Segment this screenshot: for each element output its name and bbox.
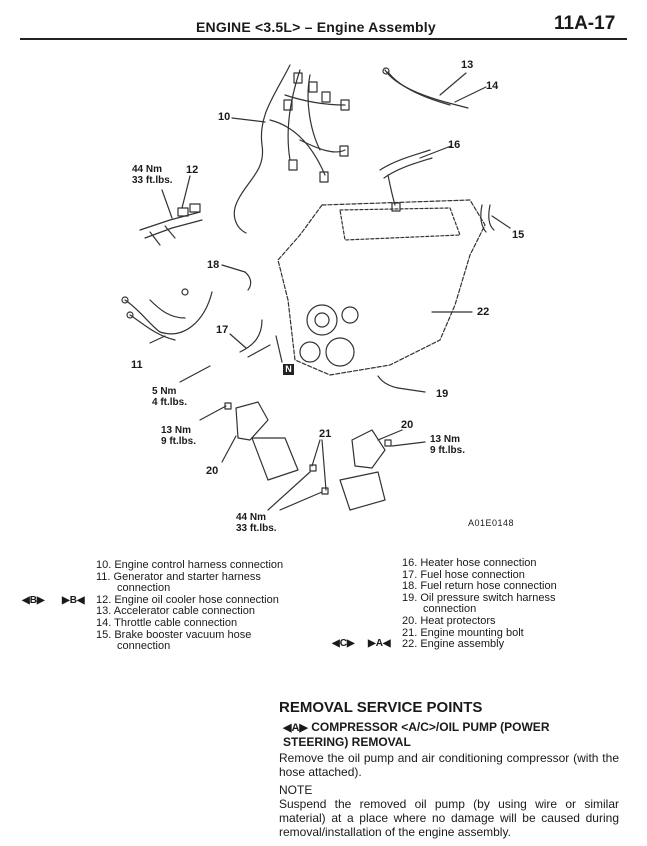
callout-12: 12 [186, 164, 199, 176]
engine-control-harness-drawing [233, 64, 350, 234]
engine-mount-right-drawing [339, 471, 386, 511]
note-text: Suspend the removed oil pump (by using w… [279, 797, 619, 839]
oil-cooler-hose-drawing [139, 203, 203, 246]
legend-item-17: 17. Fuel hose connection [402, 568, 525, 581]
legend-item-19: 19. Oil pressure switch harness [402, 591, 556, 604]
engine-mount-left-drawing [251, 437, 299, 481]
fuel-hose-drawing [239, 319, 263, 353]
torque-ftlbs: 33 ft.lbs. [236, 523, 277, 534]
legend-item-12: 12. Engine oil cooler hose connection [96, 593, 279, 606]
vacuum-hose-drawing [480, 204, 495, 233]
legend-item-15: 15. Brake booster vacuum hose [96, 628, 252, 641]
legend-right: 16. Heater hose connection 17. Fuel hose… [402, 557, 557, 651]
callout-20-left: 20 [206, 465, 219, 477]
callout-18: 18 [207, 259, 220, 271]
service-badge-b-removal: ▶B◀ [62, 595, 85, 606]
legend-item-10: 10. Engine control harness connection [96, 559, 284, 571]
torque-ftlbs: 33 ft.lbs. [132, 175, 173, 186]
fuel-return-hose-drawing [244, 271, 252, 291]
legend-item-22: 22. Engine assembly [402, 638, 505, 651]
engine-block-drawing [277, 199, 486, 376]
callout-19: 19 [436, 388, 449, 400]
callout-22: 22 [477, 306, 490, 318]
service-badge-c-install: ◀C▶ [332, 638, 355, 649]
legend-left: 10. Engine control harness connection 11… [96, 559, 284, 653]
torque-spec-12: 44 Nm 33 ft.lbs. [132, 164, 173, 186]
heat-protector-right-drawing [351, 429, 386, 469]
torque-spec-21: 44 Nm 33 ft.lbs. [236, 512, 277, 534]
heat-protector-left-drawing [235, 401, 269, 441]
torque-nm: 5 Nm [152, 386, 177, 397]
service-badge-a-removal: ▶A◀ [368, 638, 391, 649]
callout-14: 14 [486, 80, 499, 92]
torque-ftlbs: 9 ft.lbs. [161, 436, 197, 447]
header-rule [20, 38, 627, 40]
legend-item-14: 14. Throttle cable connection [96, 616, 238, 629]
legend-item-15-cont: connection [117, 640, 171, 653]
callout-20-right: 20 [401, 419, 414, 431]
service-badge-b-install: ◀B▶ [22, 595, 45, 606]
section-title: REMOVAL SERVICE POINTS [279, 699, 483, 716]
service-badge-a: ◀A▶ [283, 722, 308, 734]
legend-item-16: 16. Heater hose connection [402, 557, 537, 569]
page-number: 11A-17 [554, 13, 616, 34]
callout-11: 11 [131, 359, 143, 371]
callout-16: 16 [448, 139, 461, 151]
callout-17: 17 [216, 324, 229, 336]
oil-pressure-switch-drawing [377, 375, 399, 389]
subsection-title-text: COMPRESSOR <A/C>/OIL PUMP (POWER STEERIN… [283, 720, 550, 749]
subsection-title: ◀A▶ COMPRESSOR <A/C>/OIL PUMP (POWER STE… [283, 720, 603, 749]
torque-nm: 44 Nm [236, 512, 267, 523]
torque-spec-20-right: 13 Nm 9 ft.lbs. [430, 434, 465, 456]
legend-item-11-cont: connection [117, 582, 171, 595]
note-label: NOTE [279, 783, 313, 797]
callout-21: 21 [319, 428, 332, 440]
torque-spec-20-left: 13 Nm 9 ft.lbs. [161, 425, 196, 447]
callout-13: 13 [461, 59, 474, 71]
legend-item-21: 21. Engine mounting bolt [402, 626, 524, 639]
removal-paragraph: Remove the oil pump and air conditioning… [279, 751, 619, 779]
callout-15: 15 [512, 229, 525, 241]
page-header-title: ENGINE <3.5L> – Engine Assembly [196, 19, 436, 35]
torque-spec-17: 5 Nm 4 ft.lbs. [152, 386, 187, 408]
legend-item-19-cont: connection [423, 603, 477, 616]
n-marker-badge: N [283, 364, 294, 375]
generator-starter-harness-drawing [121, 288, 213, 341]
legend-item-11: 11. Generator and starter harness [96, 570, 261, 583]
n-marker-label: N [285, 364, 292, 374]
torque-nm: 44 Nm [132, 164, 163, 175]
legend-item-18: 18. Fuel return hose connection [402, 580, 557, 593]
callout-10: 10 [218, 111, 231, 123]
torque-nm: 13 Nm [430, 434, 461, 445]
legend-item-13: 13. Accelerator cable connection [96, 605, 255, 618]
legend-item-20: 20. Heat protectors [402, 614, 496, 627]
figure-id: A01E0148 [468, 518, 515, 528]
torque-nm: 13 Nm [161, 425, 192, 436]
torque-ftlbs: 9 ft.lbs. [430, 445, 466, 456]
torque-ftlbs: 4 ft.lbs. [152, 397, 188, 408]
accelerator-throttle-cable-drawing [382, 67, 469, 109]
